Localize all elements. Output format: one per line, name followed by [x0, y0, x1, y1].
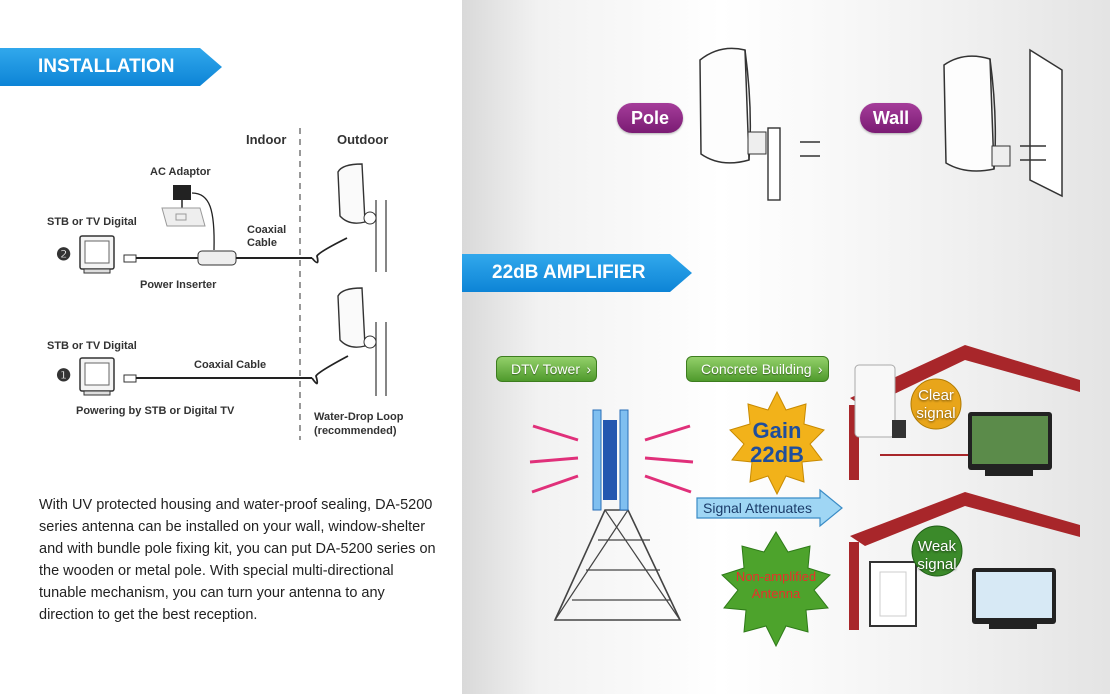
- signal-attenuates-label: Signal Attenuates: [703, 500, 812, 516]
- tv-top-icon: [79, 235, 115, 274]
- antenna-top-icon: [337, 163, 387, 272]
- cable-label: Cable: [247, 237, 277, 249]
- weak-label: Weak: [917, 538, 957, 555]
- clear-signal-label: signal: [916, 405, 956, 422]
- step-two-badge: ❷: [56, 245, 72, 264]
- ac-adaptor-label: AC Adaptor: [150, 166, 211, 178]
- antenna-label: Antenna: [751, 586, 801, 601]
- coaxial-label: Coaxial: [247, 224, 287, 236]
- amplifier-banner: 22dB AMPLIFIER: [462, 254, 692, 292]
- tv-bottom-icon: [79, 357, 115, 396]
- powering-label: Powering by STB or Digital TV: [76, 405, 235, 417]
- coaxial-cable-top: [123, 237, 348, 266]
- signal-attenuates-arrow: [696, 488, 843, 528]
- gain-label: Gain: [752, 418, 802, 443]
- amplified-antenna-icon: [854, 364, 906, 438]
- power-inserter-label: Power Inserter: [140, 279, 217, 291]
- ac-adaptor-icon: [161, 185, 215, 251]
- dtv-tower-button: DTV Tower: [496, 356, 597, 382]
- step-one-badge: ❶: [56, 366, 72, 385]
- recommended-label: (recommended): [314, 425, 397, 437]
- clear-label: Clear: [918, 387, 954, 404]
- tv-weak-icon: [972, 568, 1056, 629]
- pole-mount-illustration: [699, 47, 820, 201]
- product-panel: 22dB AMPLIFIER Pole Wall DTV Tower Concr…: [462, 0, 1110, 694]
- installation-panel: INSTALLATION: [0, 0, 462, 694]
- weak-signal-bubble: [911, 525, 963, 577]
- concrete-building-button: Concrete Building: [686, 356, 829, 382]
- indoor-label: Indoor: [246, 132, 287, 147]
- clear-signal-bubble: [910, 378, 962, 430]
- tv-clear-icon: [968, 412, 1052, 476]
- stb-bottom-label: STB or TV Digital: [47, 340, 137, 352]
- coaxial-cable-label: Coaxial Cable: [194, 359, 267, 371]
- wall-mount-illustration: [943, 48, 1063, 198]
- installation-description: With UV protected housing and water-proo…: [39, 497, 436, 623]
- gain-value: 22dB: [750, 442, 804, 467]
- installation-diagram: [79, 128, 387, 440]
- outdoor-label: Outdoor: [337, 132, 389, 147]
- water-drop-label: Water-Drop Loop: [314, 411, 404, 423]
- coaxial-cable-bottom: [123, 355, 349, 385]
- weak-signal-label: signal: [917, 556, 957, 573]
- stb-top-label: STB or TV Digital: [47, 216, 137, 228]
- product-illustrations: [529, 47, 1080, 648]
- non-amplified-burst-icon: [721, 531, 831, 648]
- antenna-bottom-icon: [337, 287, 387, 396]
- non-amplified-antenna-icon: [869, 561, 917, 627]
- pole-label: Pole: [617, 103, 683, 133]
- installation-banner: INSTALLATION: [0, 48, 222, 86]
- wall-label: Wall: [860, 103, 922, 133]
- house-bottom-illustration: [849, 492, 1080, 630]
- dtv-tower-illustration: [529, 409, 694, 621]
- non-amplified-label: Non-amplified: [735, 569, 817, 584]
- gain-burst-icon: [729, 390, 825, 496]
